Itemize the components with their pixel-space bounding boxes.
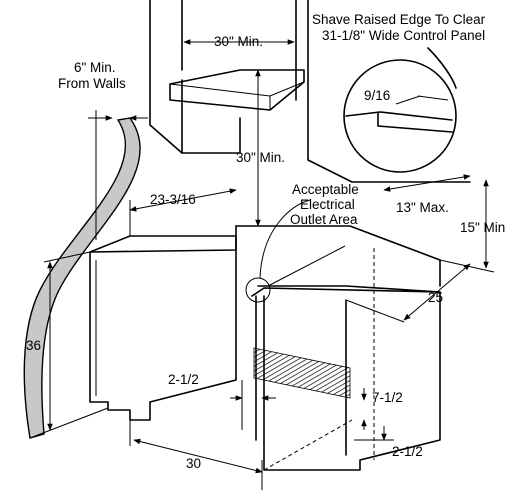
dimension-lines [29,39,495,490]
shave-edge-note-line2: 31-1/8" Wide Control Panel [322,28,485,43]
hood-width-label: 30" Min. [214,34,263,49]
left-gap-label: 2-1/2 [168,372,199,387]
upper-cabinet-left [149,0,241,154]
vertical-clearance-label: 30" Min. [236,150,285,165]
wall-clearance-label-line1: 6" Min. [74,60,116,75]
shave-edge-note-line1: Shave Raised Edge To Clear [312,12,486,27]
side-wall [23,117,141,439]
countertop [89,225,441,287]
outlet-min-height-label: 15" Min [460,220,505,235]
outlet-area-label-line2: Electrical [300,197,355,212]
edge-callout-circle [245,277,271,303]
wall-clearance-label-line2: From Walls [58,76,126,91]
height-36-label: 36 [26,338,41,353]
depth-25-label: 25 [428,290,443,305]
detail-leader [259,199,311,279]
left-base-cabinet [89,249,237,421]
outlet-area-label-line3: Outlet Area [290,212,358,227]
range-hood [169,69,305,111]
width-30-label: 30 [186,456,201,471]
bottom-gap-label: 2-1/2 [392,444,423,459]
outlet-area-label-line1: Acceptable [292,182,359,197]
edge-detail-magnifier [343,47,457,173]
electrical-outlet-area [253,347,351,399]
cabinet-max-label: 13" Max. [396,200,449,215]
outlet-height-label: 7-1/2 [372,390,403,405]
depth-left-label: 23-3/16 [150,192,196,207]
detail-dimension-label: 9/16 [364,88,390,103]
